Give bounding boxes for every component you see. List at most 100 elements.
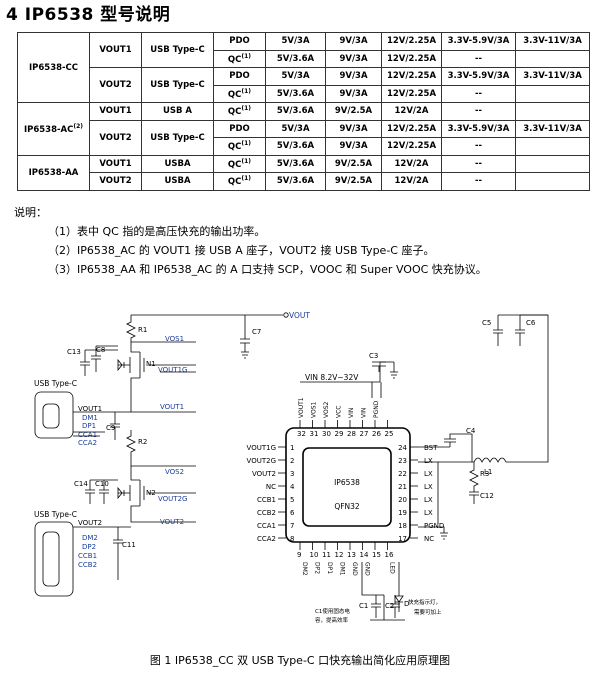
pin-number: 7	[290, 522, 294, 530]
table-cell: PDO	[213, 119, 266, 138]
pin-number: 31	[310, 430, 319, 438]
table-cell: 5V/3.6A	[265, 172, 326, 191]
table-cell: --	[441, 49, 516, 68]
pin-name-left: NC	[266, 483, 276, 491]
table-cell: USBA	[141, 172, 214, 191]
table-cell: 5V/3.6A	[265, 102, 326, 121]
pin-name-top: VIN	[348, 408, 355, 418]
table-cell: 5V/3.6A	[265, 137, 326, 156]
pin-number: 12	[335, 551, 344, 559]
pin-number: 5	[290, 496, 294, 504]
pin-number: 26	[372, 430, 381, 438]
pin-number: 21	[398, 483, 407, 491]
pin-name-top: VOS2	[323, 401, 330, 418]
pin-number: 28	[347, 430, 356, 438]
pin-number: 3	[290, 470, 294, 478]
pin-name-bottom: DM2	[301, 562, 308, 576]
pin-number: 6	[290, 509, 295, 517]
resistor-label: R1	[138, 326, 147, 334]
cap-label: C14	[74, 480, 88, 488]
table-cell: 3.3V-11V/3A	[515, 119, 590, 138]
resistor-label: R3	[480, 470, 489, 478]
pin-name-bottom: GND	[351, 562, 358, 576]
table-cell: USB Type-C	[141, 119, 214, 156]
cap-label: C4	[466, 427, 476, 435]
mosfet-label: N2	[146, 489, 156, 497]
table-cell: 12V/2A	[381, 172, 442, 191]
chip-package: QFN32	[334, 502, 360, 511]
table-cell: 5V/3.6A	[265, 154, 326, 173]
note-item: （1）表中 QC 指的是高压快充的输出功率。	[48, 225, 266, 238]
pin-number: 29	[335, 430, 344, 438]
pin-name-right: LX	[424, 483, 433, 491]
table-cell: 9V/3A	[325, 137, 382, 156]
pin-name-right: LX	[424, 457, 433, 465]
table-cell: VOUT2	[89, 67, 142, 103]
table-cell: IP6538-AC(2)	[17, 102, 90, 156]
pin-number: 4	[290, 483, 295, 491]
vout-label: VOUT	[289, 311, 310, 320]
pin-number: 19	[398, 509, 407, 517]
net-label: VOUT1G	[158, 366, 187, 374]
cap-label: C10	[95, 480, 109, 488]
table-cell: IP6538-AA	[17, 154, 90, 191]
c1-note: C1使用固态电	[315, 607, 350, 615]
table-cell	[515, 137, 590, 156]
pin-number: 18	[398, 522, 407, 530]
net-label: VOUT1	[160, 403, 184, 411]
conn-pin: DM2	[82, 534, 98, 542]
table-cell	[515, 84, 590, 103]
pin-number: 24	[398, 444, 407, 452]
table-cell: 9V/2.5A	[325, 102, 382, 121]
pin-number: 10	[310, 551, 319, 559]
cap-label: C11	[122, 541, 136, 549]
cap-label: C6	[526, 319, 536, 327]
table-cell: USBA	[141, 154, 214, 173]
table-cell	[515, 154, 590, 173]
conn-pin: CCB1	[78, 552, 97, 560]
pin-number: 8	[290, 535, 294, 543]
pin-name-bottom: DP1	[326, 562, 333, 574]
pin-number: 16	[385, 551, 394, 559]
pin-number: 11	[322, 551, 331, 559]
table-cell: 5V/3A	[265, 67, 326, 86]
pin-number: 13	[347, 551, 356, 559]
table-cell: 5V/3A	[265, 32, 326, 51]
pin-number: 22	[398, 470, 407, 478]
table-cell: PDO	[213, 67, 266, 86]
pin-number: 17	[398, 535, 407, 543]
net-label: VOS1	[165, 335, 184, 343]
conn-pin: DM1	[82, 414, 98, 422]
table-cell: 9V/3A	[325, 32, 382, 51]
cap-label: C3	[369, 352, 378, 360]
table-cell: 9V/3A	[325, 67, 382, 86]
table-cell: --	[441, 137, 516, 156]
net-label: VOUT2	[160, 518, 184, 526]
net-label: VOS2	[165, 468, 184, 476]
table-cell: 12V/2.25A	[381, 119, 442, 138]
table-cell: 12V/2.25A	[381, 67, 442, 86]
net-label: VOUT2G	[158, 495, 187, 503]
pin-name-top: VOS1	[311, 401, 318, 418]
pin-number: 15	[372, 551, 381, 559]
table-cell: 12V/2A	[381, 154, 442, 173]
table-cell: QC(1)	[213, 49, 266, 68]
connector-label: USB Type-C	[34, 379, 77, 388]
pin-name-top: PGND	[373, 400, 380, 418]
table-cell: IP6538-CC	[17, 32, 90, 103]
led-note: 需要可加上	[414, 608, 442, 616]
table-cell: 12V/2.25A	[381, 84, 442, 103]
table-cell: 3.3V-5.9V/3A	[441, 67, 516, 86]
table-cell: QC(1)	[213, 172, 266, 191]
table-cell: 9V/3A	[325, 49, 382, 68]
pin-number: 23	[398, 457, 407, 465]
table-cell: 3.3V-11V/3A	[515, 67, 590, 86]
pin-name-right: BST	[424, 444, 438, 452]
pin-name-bottom: GND	[364, 562, 371, 576]
table-cell: USB A	[141, 102, 214, 121]
pin-name-top: VIN	[361, 408, 368, 418]
